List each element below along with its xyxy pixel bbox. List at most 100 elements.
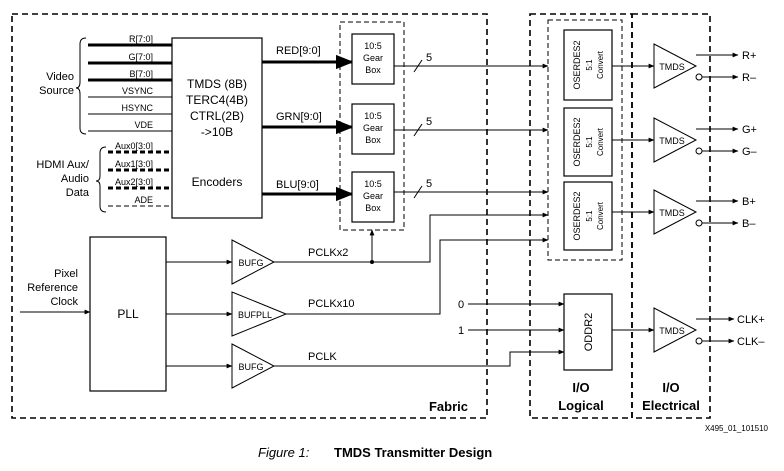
r-minus: R– (742, 72, 757, 84)
pclkx2-label: PCLKx2 (308, 247, 348, 259)
io-electrical-region (631, 13, 711, 419)
video-source-label-1: Video (46, 71, 74, 83)
io-electrical-label-1: I/O (662, 380, 679, 395)
bufg2-label: BUFG (238, 362, 263, 372)
gearbox-grn-line-1: 10:5 (364, 111, 382, 121)
signal-hsync: HSYNC (121, 103, 153, 113)
signal-vde: VDE (134, 120, 153, 130)
oserdes-grn-sub1: 5:1 (585, 136, 594, 148)
encoder-line-5: Encoders (192, 175, 243, 189)
hdmi-aux-brace (95, 146, 107, 213)
bufpll-label: BUFPLL (238, 310, 272, 320)
bufg1-label: BUFG (238, 258, 263, 268)
oserdes-grn-label: OSERDES2 (572, 117, 582, 166)
gearbox-blu-line-1: 10:5 (364, 179, 382, 189)
signal-ade: ADE (134, 195, 153, 205)
encoder-line-2: TERC4(4B) (186, 93, 248, 107)
blu-bus-label: BLU[9:0] (276, 179, 319, 191)
oserdes-red-label: OSERDES2 (572, 40, 582, 89)
tmds-blu-label: TMDS (659, 208, 685, 218)
gearbox-grn-line-2: Gear (363, 123, 383, 133)
encoder-block (171, 37, 263, 219)
gearbox-blu (351, 171, 395, 223)
pclkx2-junction (370, 260, 374, 264)
hdmi-aux-label-3: Data (66, 187, 90, 199)
grn-bus-label: GRN[9:0] (276, 111, 322, 123)
signal-r: R[7:0] (129, 34, 153, 44)
caption-prefix: Figure 1: (258, 445, 310, 460)
tmds-grn-label: TMDS (659, 136, 685, 146)
hdmi-aux-label-1: HDMI Aux/ (36, 159, 90, 171)
pclk-label: PCLK (308, 351, 337, 363)
oserdes-red (563, 29, 613, 101)
pixel-clock-label-3: Clock (50, 296, 78, 308)
io-logical-label-2: Logical (558, 398, 604, 413)
red-bus-label: RED[9:0] (276, 45, 321, 57)
signal-b: B[7:0] (129, 69, 153, 79)
encoder-line-3: CTRL(2B) (190, 109, 244, 123)
r-plus: R+ (742, 50, 756, 62)
oserdes-blu-sub1: 5:1 (585, 210, 594, 222)
grn-width-slash (413, 123, 423, 137)
oddr2-label: ODDR2 (583, 313, 595, 352)
fabric-label: Fabric (429, 399, 468, 414)
gearbox-red-line-3: Box (365, 65, 381, 75)
bufg-pclk: BUFG (231, 343, 276, 389)
signal-aux2: Aux2[3:0] (115, 177, 153, 187)
oserdes-blu-sub2: Convert (596, 201, 605, 230)
red-width: 5 (426, 52, 432, 64)
video-source-label-2: Source (39, 85, 74, 97)
io-electrical-label-2: Electrical (642, 398, 700, 413)
signal-g: G[7:0] (128, 52, 153, 62)
clk-plus: CLK+ (737, 314, 765, 326)
gearbox-blu-line-2: Gear (363, 191, 383, 201)
grn-width: 5 (426, 116, 432, 128)
signal-aux1: Aux1[3:0] (115, 159, 153, 169)
signal-vsync: VSYNC (122, 86, 154, 96)
video-source-brace (75, 37, 87, 135)
oserdes-blu-label: OSERDES2 (572, 191, 582, 240)
tmds-buffer-clk: TMDS (653, 307, 703, 353)
fabric-region (11, 13, 488, 419)
tmds-buffer-red: TMDS (653, 43, 703, 89)
figure-id: X495_01_101510 (705, 424, 769, 433)
encoder-line-1: TMDS (8B) (187, 77, 247, 91)
oserdes-grn-sub2: Convert (596, 127, 605, 156)
clk-minus: CLK– (737, 336, 765, 348)
pll-block (89, 236, 167, 392)
bufg-pclkx2: BUFG (231, 239, 276, 285)
pixel-clock-label-1: Pixel (54, 268, 78, 280)
signal-aux0: Aux0[3:0] (115, 141, 153, 151)
g-minus: G– (742, 146, 758, 158)
pclk-line (274, 349, 565, 367)
oddr-in1: 1 (458, 325, 464, 337)
blu-width: 5 (426, 178, 432, 190)
pll-label: PLL (117, 307, 139, 321)
gearbox-blu-line-3: Box (365, 203, 381, 213)
blu-width-slash (413, 185, 423, 199)
oserdes-red-sub1: 5:1 (585, 59, 594, 71)
oserdes-grn (563, 107, 613, 177)
bufpll-pclkx10: BUFPLL (231, 291, 288, 337)
io-logical-label-1: I/O (572, 380, 589, 395)
pclkx10-line (286, 237, 549, 315)
red-width-slash (413, 59, 423, 73)
pixel-clock-label-2: Reference (27, 282, 78, 294)
encoder-line-4: ->10B (201, 125, 233, 139)
b-plus: B+ (742, 196, 756, 208)
oserdes-red-sub2: Convert (596, 50, 605, 79)
pclkx10-label: PCLKx10 (308, 298, 354, 310)
oddr-in0: 0 (458, 299, 464, 311)
tmds-clk-label: TMDS (659, 326, 685, 336)
gearbox-grn-line-3: Box (365, 135, 381, 145)
oserdes-blu (563, 181, 613, 251)
tmds-buffer-blu: TMDS (653, 189, 703, 235)
hdmi-aux-label-2: Audio (61, 173, 89, 185)
gearbox-grn (351, 103, 395, 155)
g-plus: G+ (742, 124, 757, 136)
gearbox-red (351, 33, 395, 85)
gearbox-red-line-1: 10:5 (364, 41, 382, 51)
tmds-buffer-grn: TMDS (653, 117, 703, 163)
